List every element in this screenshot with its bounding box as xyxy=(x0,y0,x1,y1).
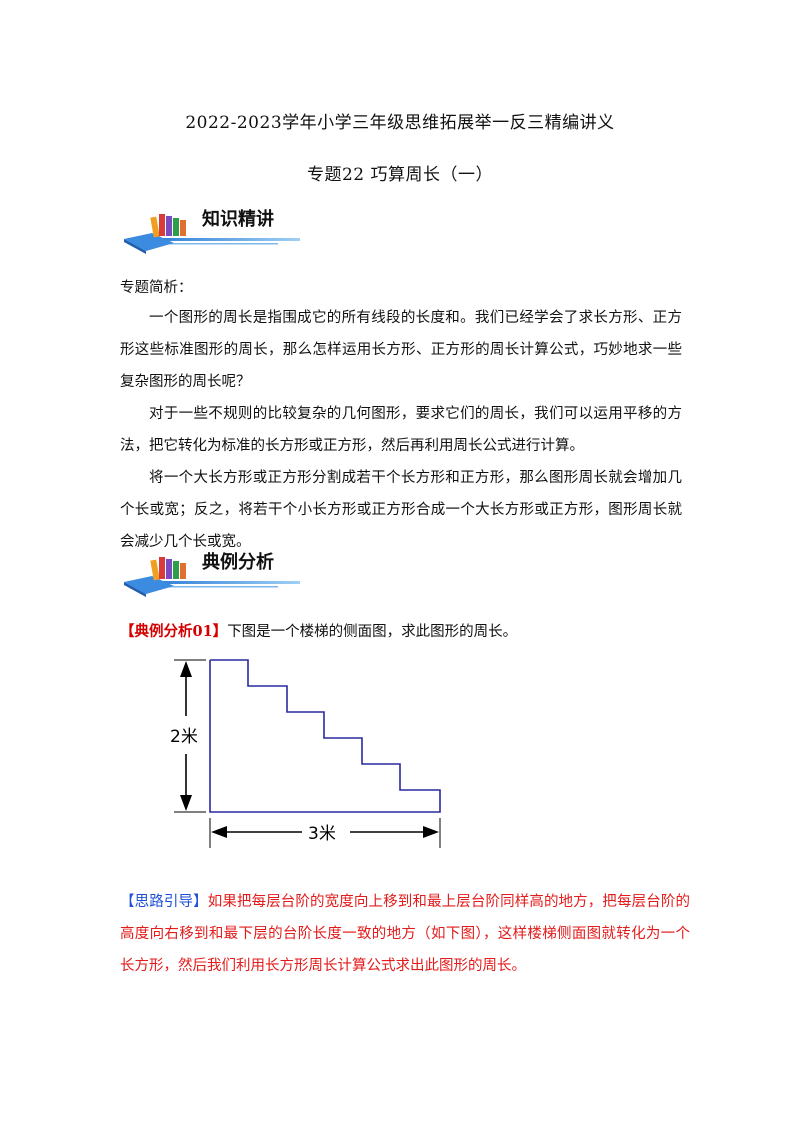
section-title-knowledge: 知识精讲 xyxy=(202,209,274,230)
staircase-outline xyxy=(209,659,441,813)
example-question: 下图是一个楼梯的侧面图，求此图形的周长。 xyxy=(227,624,518,640)
books-icon xyxy=(124,557,300,597)
solution-guide: 【思路引导】如果把每层台阶的宽度向上移到和最上层台阶同样高的地方，把每层台阶的高… xyxy=(120,886,690,982)
staircase-figure: 2米 3米 xyxy=(170,659,441,848)
guide-tag: 【思路引导】 xyxy=(120,894,208,910)
width-label: 3米 xyxy=(308,824,336,844)
section-header-knowledge: 知识精讲 xyxy=(122,205,302,255)
arrow-up-icon xyxy=(180,661,192,677)
arrow-right-icon xyxy=(423,826,439,838)
books-icon xyxy=(124,214,300,254)
arrow-down-icon xyxy=(180,795,192,811)
document-title: 2022-2023学年小学三年级思维拓展举一反三精编讲义 xyxy=(185,113,615,133)
paragraph-3: 将一个大长方形或正方形分割成若干个长方形和正方形，那么图形周长就会增加几个长或宽… xyxy=(120,470,682,550)
topic-title: 专题22 巧算周长（一） xyxy=(306,165,494,185)
section-header-examples: 典例分析 xyxy=(122,548,302,598)
example-tag: 【典例分析01】 xyxy=(120,623,228,640)
guide-text: 如果把每层台阶的宽度向上移到和最上层台阶同样高的地方，把每层台阶的高度向右移到和… xyxy=(120,894,691,974)
example-1: 【典例分析01】下图是一个楼梯的侧面图，求此图形的周长。 xyxy=(120,620,682,644)
paragraph-1: 一个图形的周长是指围成它的所有线段的长度和。我们已经学会了求长方形、正方形这些标… xyxy=(120,310,682,390)
height-label: 2米 xyxy=(170,727,198,747)
analysis-heading: 专题简析： xyxy=(120,280,193,296)
arrow-left-icon xyxy=(211,826,227,838)
paragraph-2: 对于一些不规则的比较复杂的几何图形，要求它们的周长，我们可以运用平移的方法，把它… xyxy=(120,406,682,454)
section-title-examples: 典例分析 xyxy=(202,552,274,573)
